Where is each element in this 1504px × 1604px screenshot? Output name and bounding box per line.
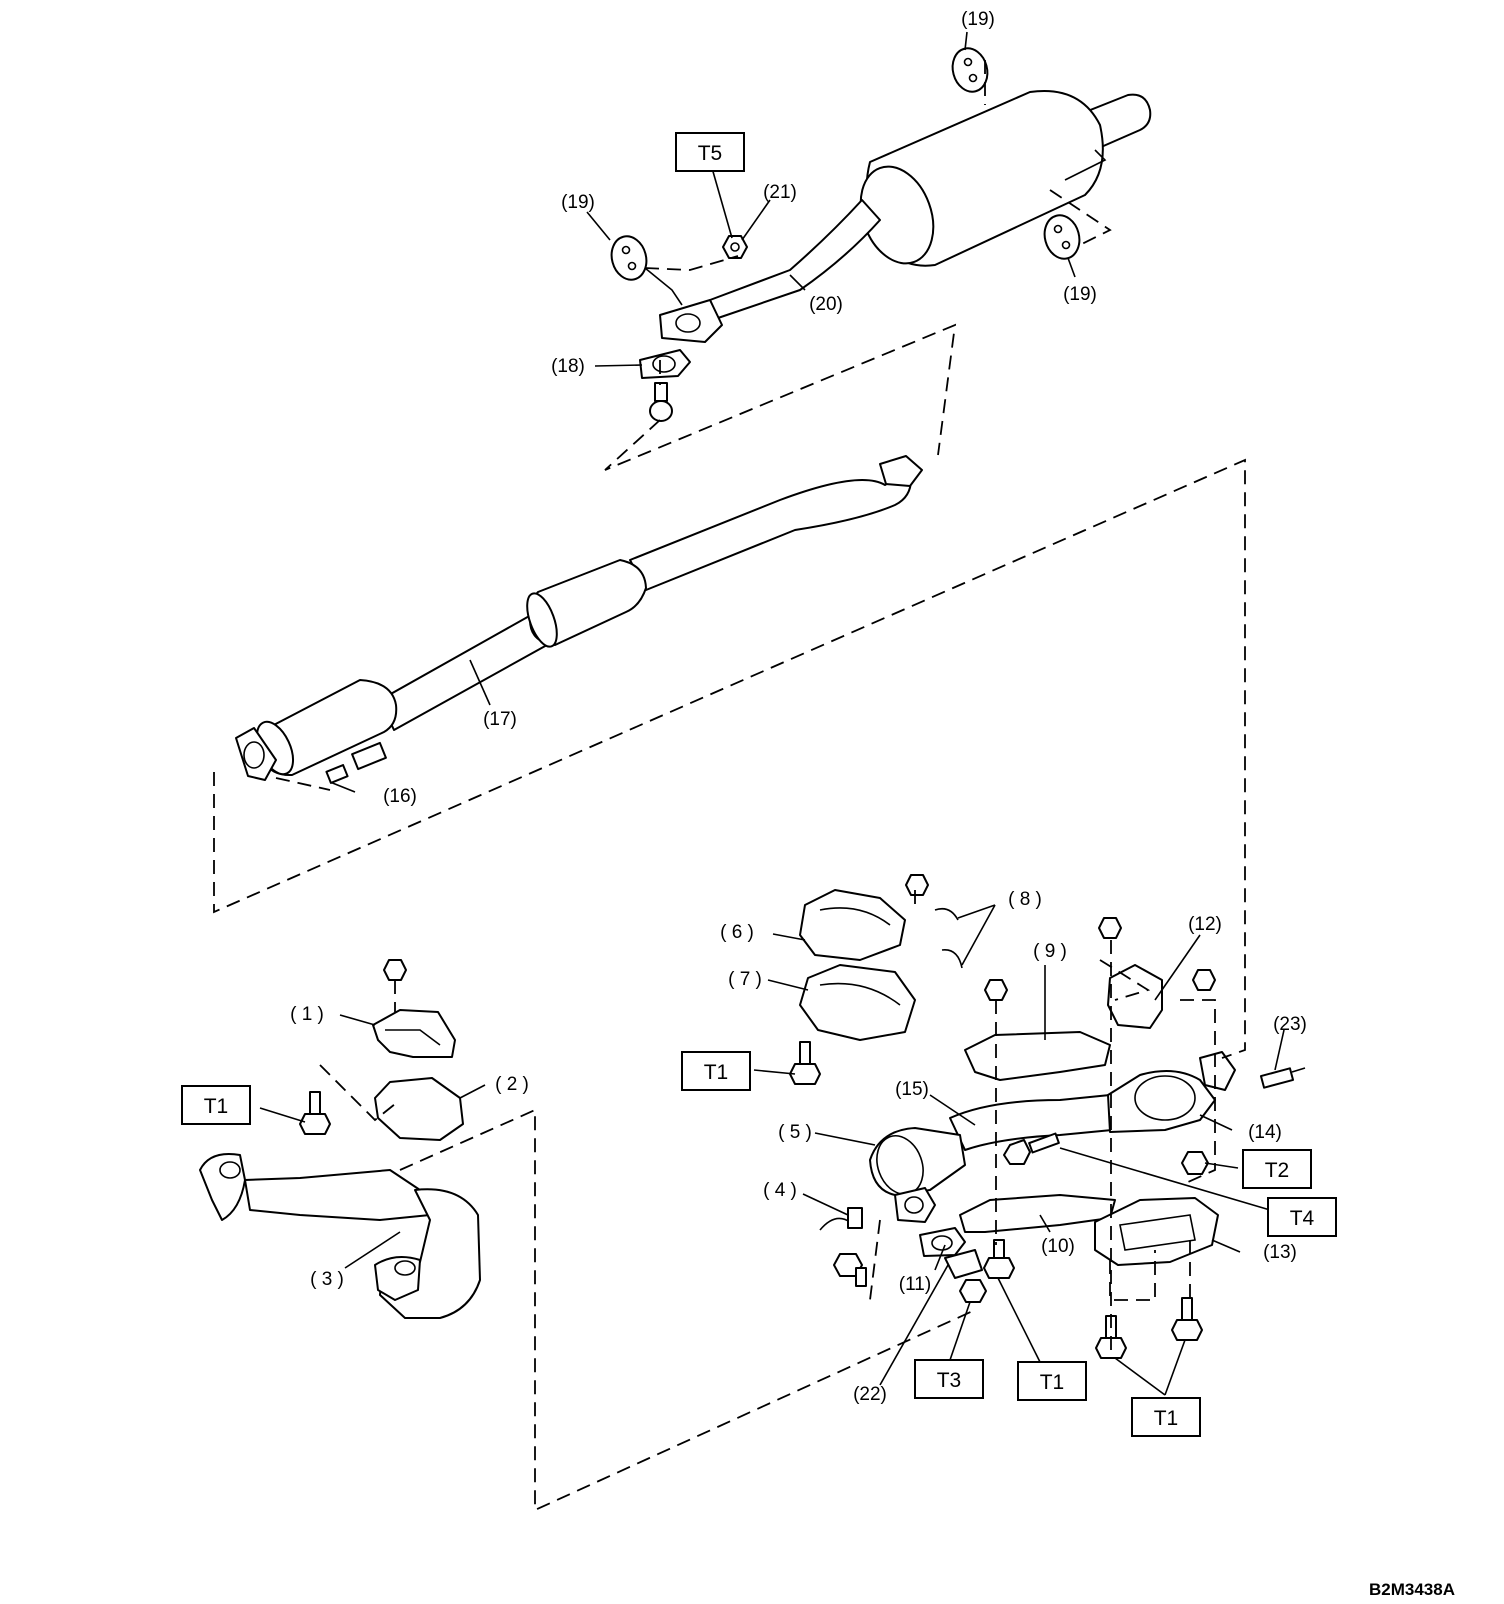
svg-text:T4: T4 — [1290, 1207, 1315, 1230]
callout-11: (11) — [899, 1274, 931, 1295]
callout-17: (17) — [483, 709, 517, 730]
leader-lines — [259, 31, 1285, 1396]
oxygen-sensor-16 — [325, 741, 387, 784]
callout-16: (16) — [383, 786, 417, 807]
clip-8b — [941, 949, 963, 969]
callout-4: ( 4 ) — [763, 1180, 797, 1201]
svg-text:T3: T3 — [937, 1369, 962, 1392]
callout-5: ( 5 ) — [778, 1122, 812, 1143]
svg-text:T1: T1 — [704, 1061, 729, 1084]
callout-18: (18) — [551, 356, 585, 377]
svg-text:T1: T1 — [204, 1095, 229, 1118]
front-exhaust-pipe-15 — [869, 1051, 1236, 1223]
assembly-lines — [213, 60, 1246, 1512]
clip-8a — [934, 907, 959, 921]
cover-10 — [959, 1194, 1116, 1233]
covers-6-7 — [799, 889, 916, 1041]
cover-1 — [372, 1009, 456, 1058]
gasket-11 — [919, 1227, 966, 1257]
callout-14: (14) — [1248, 1122, 1282, 1143]
callout-13: (13) — [1263, 1242, 1297, 1263]
bolt-t1-center — [789, 1041, 821, 1085]
callout-3: ( 3 ) — [310, 1269, 344, 1290]
torque-box-t3: T3 — [914, 1359, 984, 1399]
nut-t2 — [1181, 1151, 1209, 1175]
torque-box-t1-bottom-center: T1 — [1017, 1361, 1087, 1401]
front-exhaust-pipe-3 — [199, 1153, 481, 1319]
svg-text:T1: T1 — [1040, 1371, 1065, 1394]
heat-shield-13 — [1094, 1197, 1219, 1266]
rubber-cushion-left — [610, 235, 648, 281]
bolt-t1-bottom-b — [1171, 1297, 1203, 1341]
rubber-cushion-right — [1043, 214, 1081, 260]
bolt-18 — [649, 382, 673, 422]
bolt-5 — [833, 1253, 867, 1287]
nut-top-1 — [383, 959, 407, 981]
center-exhaust-pipe — [235, 455, 923, 781]
nut-9 — [984, 979, 1008, 1001]
callout-2: ( 2 ) — [495, 1074, 529, 1095]
diagram-code: B2M3438A — [1369, 1580, 1455, 1599]
callout-21: (21) — [763, 182, 797, 203]
callout-9: ( 9 ) — [1033, 941, 1067, 962]
svg-text:T2: T2 — [1265, 1159, 1290, 1182]
callout-15: (15) — [895, 1079, 929, 1100]
torque-box-t5: T5 — [675, 132, 745, 172]
sensor-4 — [819, 1207, 863, 1231]
svg-text:T1: T1 — [1154, 1407, 1179, 1430]
callout-8: ( 8 ) — [1008, 889, 1042, 910]
bolt-t4 — [1003, 1132, 1060, 1165]
bolt-t1-left — [299, 1091, 331, 1135]
gasket-18 — [639, 349, 691, 379]
nut-21 — [722, 235, 748, 259]
torque-box-t1-center: T1 — [681, 1051, 751, 1091]
callout-23: (23) — [1273, 1014, 1307, 1035]
callout-1: ( 1 ) — [290, 1004, 324, 1025]
cover-9 — [964, 1031, 1111, 1081]
nut-6 — [905, 874, 929, 896]
callout-7: ( 7 ) — [728, 969, 762, 990]
bracket-22 — [944, 1249, 983, 1279]
torque-box-t1-bottom-right: T1 — [1131, 1397, 1201, 1437]
nut-12 — [1098, 917, 1122, 939]
callout-6: ( 6 ) — [720, 922, 754, 943]
cover-12 — [1107, 964, 1163, 1029]
nut-14 — [1192, 969, 1216, 991]
callout-10: (10) — [1041, 1236, 1075, 1257]
svg-text:T5: T5 — [698, 142, 723, 165]
callout-19-top: (19) — [961, 9, 995, 30]
callout-20: (20) — [809, 294, 843, 315]
torque-box-t2: T2 — [1242, 1149, 1312, 1189]
rear-muffler-assembly — [644, 90, 1152, 343]
callout-19-right: (19) — [1063, 284, 1097, 305]
callout-19-left: (19) — [561, 192, 595, 213]
sensor-23 — [1259, 1067, 1306, 1089]
rubber-cushion-top — [951, 47, 989, 93]
cover-2 — [374, 1077, 464, 1141]
torque-box-t1-left: T1 — [181, 1085, 251, 1125]
callout-22: (22) — [853, 1384, 887, 1405]
nut-t3 — [959, 1279, 987, 1303]
bolt-t1-10 — [983, 1239, 1015, 1279]
torque-box-t4: T4 — [1267, 1197, 1337, 1237]
callout-12: (12) — [1188, 914, 1222, 935]
callout-labels: ( 1 ) ( 2 ) ( 3 ) ( 4 ) ( 5 ) ( 6 ) ( 7 … — [290, 9, 1307, 1405]
